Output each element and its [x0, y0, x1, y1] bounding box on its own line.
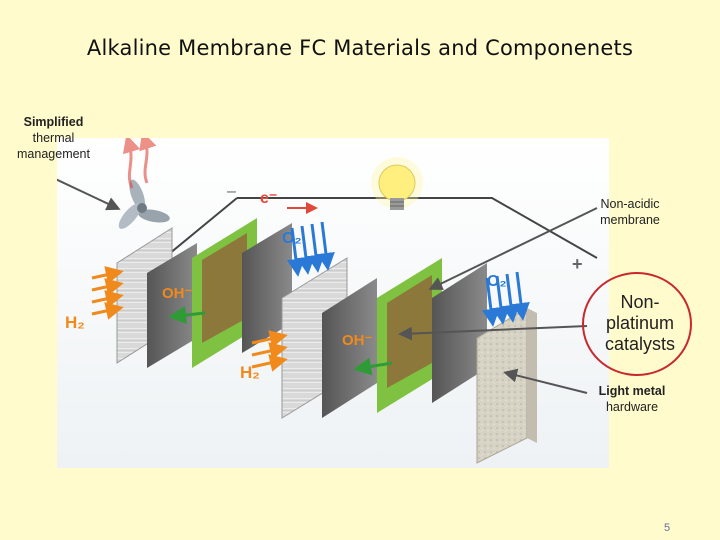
oxygen-label: O₂ [487, 273, 507, 290]
oxygen-label: O₂ [282, 230, 302, 247]
thermal-management-label: Simplified thermal management [17, 115, 90, 161]
fuel-cell-diagram: – + e⁻ [57, 138, 609, 468]
light-bulb-icon [371, 157, 423, 210]
heat-arrow [139, 138, 157, 184]
hardware-callout-line [503, 368, 588, 394]
hydrogen-label: H₂ [240, 363, 260, 382]
membrane-label: Non-acidic membrane [600, 197, 660, 227]
catalyst-label: Non- platinum catalysts [604, 292, 676, 354]
catalyst-highlight-ring [582, 272, 692, 376]
heat-arrow [122, 138, 141, 189]
gas-diffusion-layer-2 [242, 223, 292, 353]
metal-hardware-label: Light metal hardware [598, 384, 666, 414]
gas-diffusion-layer-1 [147, 243, 197, 368]
catalyst-callout-line [398, 325, 588, 341]
oxygen-flow-arrows [286, 221, 530, 327]
slide-title: Alkaline Membrane FC Materials and Compo… [86, 36, 634, 60]
hydroxide-label: OH⁻ [342, 332, 373, 349]
minus-terminal: – [227, 183, 236, 200]
electron-label: e⁻ [260, 190, 277, 207]
gas-diffusion-layer-3 [322, 278, 377, 418]
gas-diffusion-layer-4 [432, 263, 487, 403]
hydrogen-label: H₂ [65, 313, 85, 332]
plus-terminal: + [572, 254, 583, 274]
page-number: 5 [664, 522, 671, 534]
hydroxide-flow-arrows [168, 306, 393, 376]
membrane-1 [192, 218, 257, 368]
thermal-callout-line [57, 178, 121, 211]
hydroxide-label: OH⁻ [162, 285, 193, 302]
hydrogen-flow-arrows [91, 266, 288, 372]
membrane-callout-line [428, 207, 598, 290]
